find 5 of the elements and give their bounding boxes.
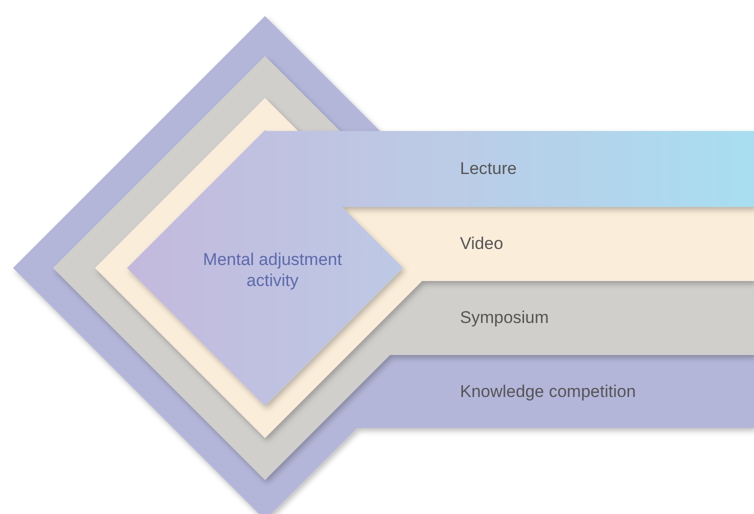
node-label: Mental adjustment activity (202, 248, 343, 292)
node-label: Video (460, 233, 504, 255)
node-label: Knowledge competition (460, 380, 636, 402)
node-label: Symposium (460, 307, 549, 329)
node-label: Lecture (460, 158, 517, 180)
